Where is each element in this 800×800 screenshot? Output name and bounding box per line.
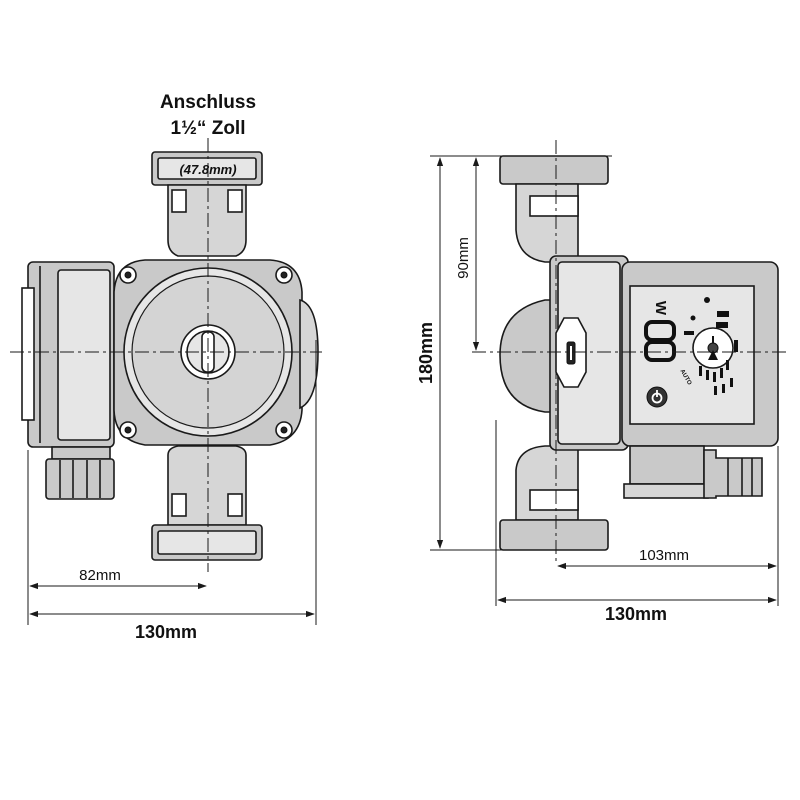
terminal-box: [629, 445, 705, 485]
scale-tick-5: [699, 366, 702, 376]
side-depth-label: 103mm: [639, 547, 689, 564]
top-neck-slot-right: [227, 189, 243, 213]
side-bottom-nut: [499, 519, 609, 551]
side-width-label: 130mm: [605, 604, 667, 624]
side-top-neck-window: [529, 195, 579, 217]
bottom-nut-plate: [157, 530, 257, 555]
scale-bar-4: [734, 340, 738, 352]
digit-display: [644, 320, 676, 362]
screw-top-left-center: [124, 271, 132, 279]
top-neck-slot-left: [171, 189, 187, 213]
top-nut-label-plate: [157, 157, 257, 180]
side-height-label: 180mm: [416, 322, 436, 384]
mounting-screws: [119, 266, 293, 439]
scale-tick-6: [730, 378, 733, 387]
connection-size: 1½“ Zoll: [171, 118, 246, 139]
side-half-height-label: 90mm: [455, 237, 472, 279]
bottom-neck-slot-right: [227, 493, 243, 517]
scale-bar-3: [684, 331, 694, 335]
motor-side-cap: [21, 287, 35, 421]
scale-dot-1: [704, 297, 710, 303]
speed-knob-pointer: [708, 350, 718, 360]
front-width-label: 130mm: [135, 622, 197, 642]
motor-side-inner: [57, 269, 111, 441]
screw-bottom-left-center: [124, 426, 132, 434]
speed-scale: [684, 297, 738, 395]
screw-top-right-center: [280, 271, 288, 279]
housing-flange: [299, 298, 319, 410]
bottom-neck-slot-left: [171, 493, 187, 517]
front-offset-label: 82mm: [79, 567, 121, 584]
control-panel: [629, 285, 755, 425]
scale-tick-2: [720, 368, 723, 378]
side-bottom-neck-window: [529, 489, 579, 511]
side-top-nut: [499, 155, 609, 185]
scale-tick-1: [726, 360, 729, 370]
scale-tick-8: [714, 386, 717, 395]
terminal-base: [623, 483, 709, 499]
digit-segment-2: [644, 340, 676, 362]
side-pump-body: [499, 299, 561, 413]
bottom-neck: [167, 445, 247, 526]
scale-dot-2: [690, 315, 696, 321]
side-view: W: [430, 140, 790, 606]
top-neck: [167, 184, 247, 257]
scale-bar-2: [716, 322, 728, 328]
scale-tick-7: [722, 384, 725, 393]
scale-bar-1: [717, 311, 729, 317]
cable-gland: [45, 458, 115, 500]
connection-title: Anschluss: [160, 92, 256, 113]
watt-unit-label: W: [652, 301, 669, 316]
connection-diameter: (47.8mm): [179, 162, 236, 177]
cable-connector: [703, 449, 763, 499]
front-view: [10, 138, 322, 625]
scale-tick-3: [713, 372, 716, 382]
screw-bottom-right-center: [280, 426, 288, 434]
cable-gland-top: [51, 446, 111, 460]
panel-contents: W: [644, 297, 738, 408]
scale-tick-4: [706, 370, 709, 380]
